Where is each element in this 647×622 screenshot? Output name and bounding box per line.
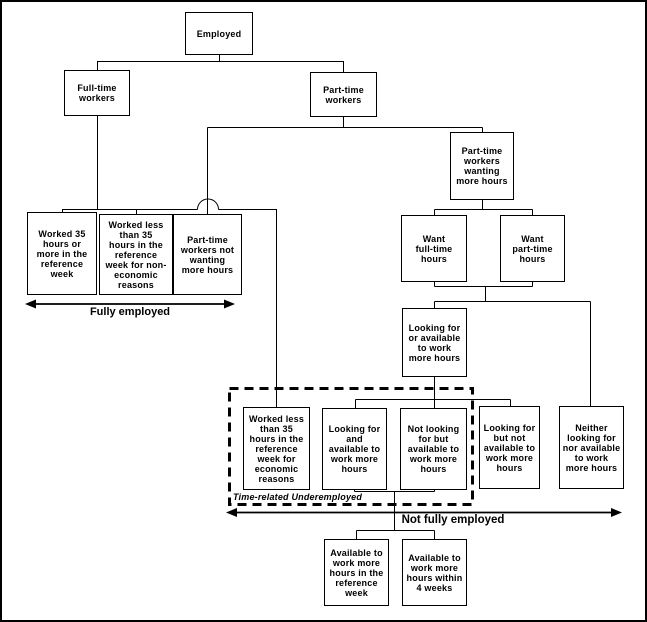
underemployed-dashed-outline xyxy=(228,387,474,506)
node-worked-less-economic: Worked less than 35 hours in the referen… xyxy=(243,407,310,490)
connector-want-join xyxy=(434,282,591,406)
node-pt-workers-wanting: Part-time workers wanting more hours xyxy=(450,132,514,200)
node-available-reference-week: Available to work more hours in the refe… xyxy=(324,539,389,606)
node-want-part-time-hours: Want part-time hours xyxy=(500,215,565,282)
node-looking-but-not-available: Looking for but not available to work mo… xyxy=(479,406,540,489)
connector-wanting-split xyxy=(434,200,533,215)
not-fully-employed-label: Not fully employed xyxy=(401,514,505,526)
node-pt-workers-not-wanting: Part-time workers not wanting more hours xyxy=(173,214,242,295)
connector-availability-join xyxy=(354,490,435,539)
not-fully-employed-arrow xyxy=(226,508,622,517)
node-looking-or-available: Looking for or available to work more ho… xyxy=(402,308,467,377)
node-want-full-time-hours: Want full-time hours xyxy=(401,215,467,282)
node-worked-less-non-economic: Worked less than 35 hours in the referen… xyxy=(99,214,173,295)
connector-fulltime-rake xyxy=(62,116,277,407)
node-worked-35-hours: Worked 35 hours or more in the reference… xyxy=(27,212,97,295)
node-employed: Employed xyxy=(185,12,253,55)
node-neither-looking-nor-available: Neither looking for nor available to wor… xyxy=(559,406,624,489)
time-related-underemployed-label: Time-related Underemployed xyxy=(233,492,363,502)
connector-looking-split xyxy=(355,377,511,408)
node-full-time-workers: Full-time workers xyxy=(64,70,130,116)
node-looking-and-available: Looking for and available to work more h… xyxy=(322,408,387,490)
connector-parttime-split xyxy=(207,117,483,214)
connector-employed-split xyxy=(97,55,344,72)
node-not-looking-but-available: Not looking for but available to work mo… xyxy=(400,408,467,490)
fully-employed-arrow xyxy=(25,299,235,309)
fully-employed-label: Fully employed xyxy=(89,306,171,318)
node-part-time-workers: Part-time workers xyxy=(310,72,377,117)
node-available-4-weeks: Available to work more hours within 4 we… xyxy=(402,539,467,606)
line-hop-arc xyxy=(197,198,219,210)
